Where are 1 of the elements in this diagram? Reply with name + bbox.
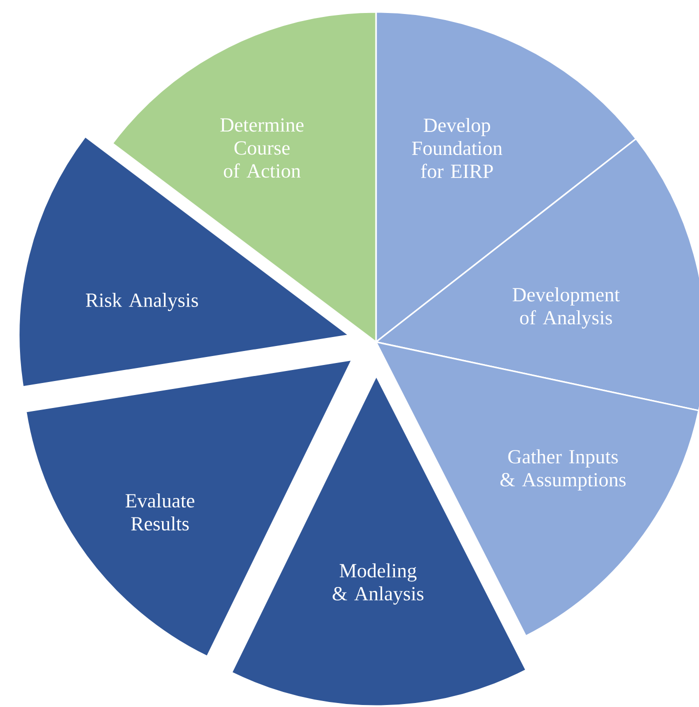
node-label: Development of Analysis (512, 287, 620, 329)
